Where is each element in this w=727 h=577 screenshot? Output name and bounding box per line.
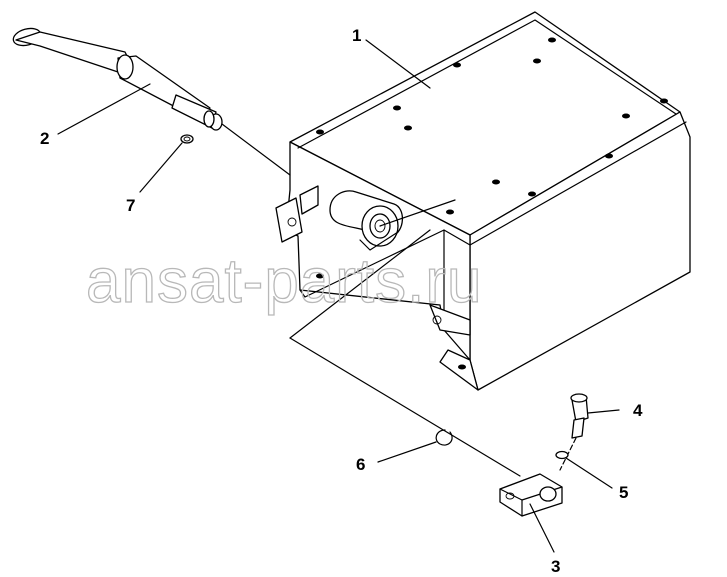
- callout-2: 2: [40, 129, 49, 148]
- lever-handle: [12, 27, 291, 176]
- callout-6: 6: [356, 455, 365, 474]
- watermark-text: ansat-parts.ru: [86, 247, 483, 316]
- clamp: [499, 473, 563, 517]
- callout-1: 1: [352, 26, 361, 45]
- housing-box: [275, 11, 691, 391]
- callout-5: 5: [619, 483, 628, 502]
- small-ring: [180, 134, 194, 144]
- assembly-lines: [289, 199, 521, 477]
- washer: [555, 450, 569, 460]
- callout-7: 7: [126, 196, 135, 215]
- callout-4: 4: [633, 401, 643, 420]
- leader-lines: [57, 39, 620, 553]
- retaining-ring: [435, 429, 453, 446]
- callout-3: 3: [551, 557, 560, 576]
